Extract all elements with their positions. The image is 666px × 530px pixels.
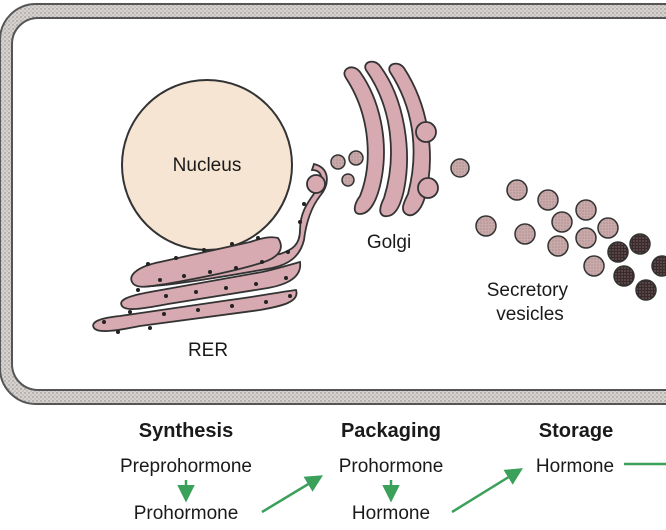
- stage-title-storage: Storage: [539, 420, 613, 442]
- secretory-vesicles-label: Secretory vesicles: [487, 280, 574, 325]
- arrow-to-packaging: [261, 475, 323, 514]
- secretory-vesicles: [475, 179, 666, 301]
- golgi-apparatus: [306, 60, 439, 218]
- rer-label: RER: [188, 340, 228, 361]
- nucleus: [121, 79, 293, 251]
- cytoplasm: [11, 17, 666, 391]
- pathway-arrows: [177, 462, 666, 514]
- stage-title-packaging: Packaging: [341, 420, 441, 442]
- packaging-bottom-label: Hormone: [352, 503, 430, 524]
- packaging-top-label: Prohormone: [339, 456, 444, 477]
- nucleus-label: Nucleus: [173, 155, 242, 176]
- synthesis-bottom-label: Prohormone: [134, 503, 239, 524]
- golgi-label: Golgi: [367, 232, 411, 253]
- ribosome-dots: [102, 188, 314, 334]
- storage-top-label: Hormone: [536, 456, 614, 477]
- synthesis-top-label: Preprohormone: [120, 456, 252, 477]
- arrow-to-storage: [451, 468, 523, 514]
- stage-title-synthesis: Synthesis: [139, 420, 233, 442]
- transport-vesicles: [330, 150, 470, 187]
